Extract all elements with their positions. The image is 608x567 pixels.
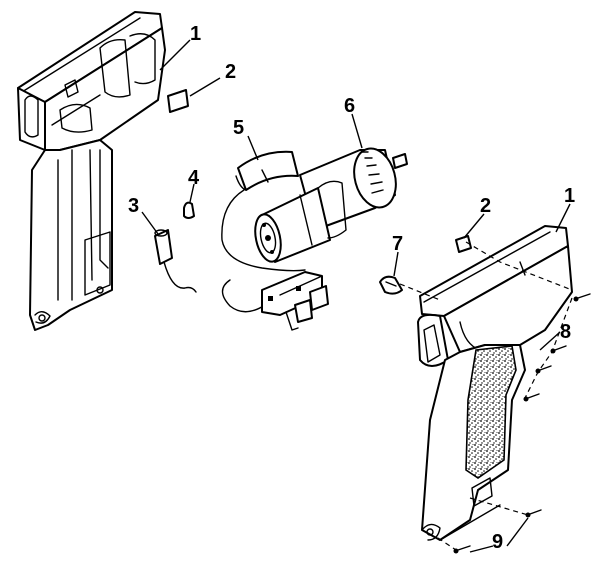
motor-mount bbox=[235, 150, 299, 191]
callout-motor: 6 bbox=[344, 95, 355, 117]
brush-tube bbox=[154, 229, 197, 293]
trigger-switch bbox=[261, 271, 329, 331]
callout-left-clip: 2 bbox=[225, 61, 236, 83]
callout-right-clip: 2 bbox=[480, 195, 491, 217]
callout-terminal: 7 bbox=[392, 233, 403, 255]
right-housing-half bbox=[417, 225, 573, 541]
alignment-lines bbox=[399, 241, 573, 551]
left-clip bbox=[167, 89, 189, 113]
callout-brush-cap: 4 bbox=[188, 167, 200, 189]
callout-left-housing: 1 bbox=[190, 23, 201, 45]
callout-labels: 1 2 3 4 5 6 2 1 7 8 9 bbox=[128, 23, 575, 553]
motor-assembly bbox=[221, 147, 408, 313]
screws-side bbox=[523, 293, 591, 402]
callout-right-housing: 1 bbox=[564, 185, 575, 207]
callout-screws-bottom: 9 bbox=[492, 531, 503, 553]
callout-brush-tube: 3 bbox=[128, 195, 139, 217]
callout-motor-mount: 5 bbox=[233, 117, 244, 139]
leader-lines bbox=[141, 39, 571, 553]
left-housing-half bbox=[17, 11, 166, 331]
brush-cap bbox=[183, 201, 195, 219]
screws-bottom bbox=[453, 509, 542, 554]
callout-screws-side: 8 bbox=[560, 321, 571, 343]
terminal-clip bbox=[379, 275, 403, 295]
